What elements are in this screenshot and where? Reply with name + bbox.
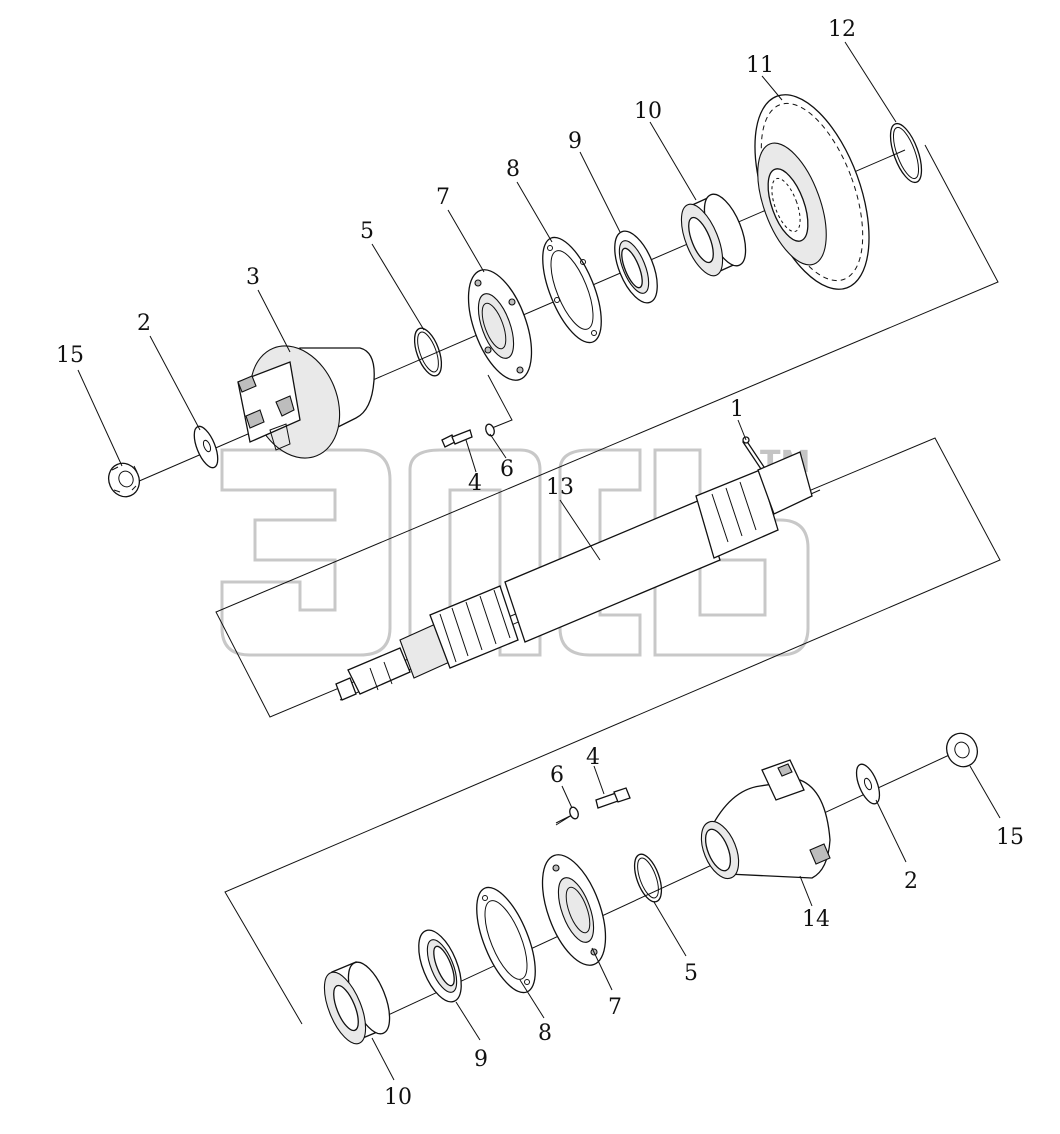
oil-seal-top [614,230,658,304]
callout-15-top: 15 [56,343,84,368]
oil-seal-bottom [418,929,462,1003]
gasket-top [542,236,602,344]
callout-6-bottom: 6 [550,763,564,788]
callout-9-top: 9 [568,129,582,154]
o-ring-top [413,327,443,377]
callout-8-top: 8 [506,157,520,182]
gear [754,94,870,290]
callout-2-bottom: 2 [904,869,918,894]
bearing-bottom [323,961,391,1045]
callout-labels: 15 2 3 5 7 8 9 10 11 12 4 6 1 13 6 4 15 … [56,17,1024,1110]
bolt-top [441,429,473,448]
callout-14: 14 [802,907,830,932]
callout-7-top: 7 [436,185,450,210]
lock-washer-top [485,423,495,437]
callout-11: 11 [746,53,774,78]
bearing-cover-top [467,269,533,381]
callout-12: 12 [828,17,856,42]
bearing-cover-bottom [541,854,607,966]
o-ring-bottom [633,853,663,903]
callout-5-bottom: 5 [684,961,698,986]
watermark-logo: TM [220,445,810,657]
callout-4-top: 4 [468,471,482,496]
snap-ring [889,122,923,184]
lock-washer-bottom [569,806,579,820]
castle-nut-bottom [946,732,978,768]
callout-10-top: 10 [634,99,662,124]
callout-8-bottom: 8 [538,1021,552,1046]
gasket-bottom [476,886,536,994]
callout-10-bottom: 10 [384,1085,412,1110]
callout-7-bottom: 7 [608,995,622,1020]
bolt-bottom [595,787,631,809]
callout-6-top: 6 [500,457,514,482]
callout-3: 3 [246,265,260,290]
main-shaft [335,451,813,701]
leader-lines [77,41,1001,1081]
callout-15-bottom: 15 [996,825,1024,850]
castle-nut-top [108,462,140,498]
yoke-flange-bottom [700,759,831,880]
callout-1: 1 [730,397,744,422]
callout-2-top: 2 [137,311,151,336]
washer-bottom [855,763,881,805]
callout-4-bottom: 4 [586,745,600,770]
callout-5-top: 5 [360,219,374,244]
callout-13: 13 [546,475,574,500]
yoke-flange-top [237,345,375,459]
bearing-top [680,193,747,277]
callout-9-bottom: 9 [474,1047,488,1072]
